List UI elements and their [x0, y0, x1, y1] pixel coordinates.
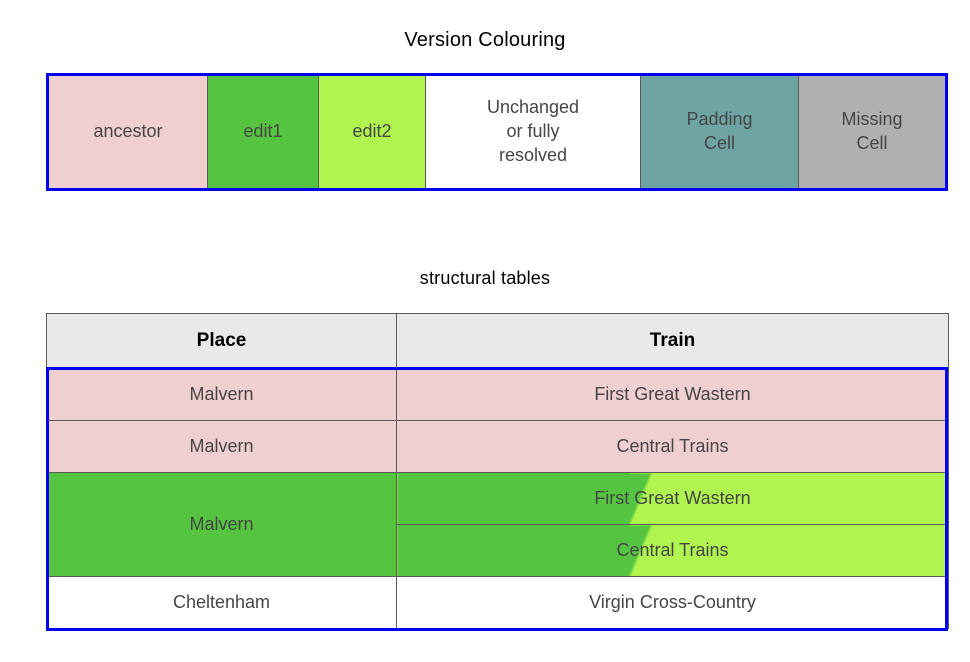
legend-label-ancestor: ancestor: [93, 121, 163, 142]
table-row: Malvern First Great Wastern: [46, 472, 949, 577]
cell-place-merged: Malvern: [46, 472, 397, 577]
legend-cell-padding: Padding Cell: [641, 76, 799, 188]
legend-cell-ancestor: ancestor: [49, 76, 208, 188]
table-row: Malvern Central Trains: [46, 420, 949, 473]
table-row: Cheltenham Virgin Cross-Country: [46, 576, 949, 629]
cell-train: Central Trains: [396, 420, 949, 473]
column-header-place: Place: [46, 313, 397, 369]
table-row: Central Trains: [47, 524, 949, 577]
version-colouring-legend: ancestor edit1 edit2 Unchanged or fully …: [46, 73, 948, 191]
cell-train: First Great Wastern: [396, 472, 949, 525]
legend-cell-unchanged: Unchanged or fully resolved: [426, 76, 641, 188]
cell-train: First Great Wastern: [396, 368, 949, 421]
cell-train: Central Trains: [396, 524, 949, 577]
legend-cell-missing: Missing Cell: [799, 76, 945, 188]
legend-label-edit2: edit2: [352, 121, 392, 142]
legend-label-padding-line1: Padding: [686, 109, 753, 130]
legend-title: Version Colouring: [404, 29, 566, 51]
cell-train: Virgin Cross-Country: [396, 576, 949, 629]
legend-cell-edit1: edit1: [208, 76, 319, 188]
legend-label-unchanged-line1: Unchanged: [486, 97, 580, 118]
structural-tables-title: structural tables: [419, 268, 551, 288]
column-header-train: Train: [396, 313, 949, 369]
table-row: Malvern First Great Wastern: [46, 368, 949, 421]
legend-label-edit1: edit1: [243, 121, 283, 142]
structural-table-container: Place Train Malvern First Great Wastern …: [46, 313, 949, 629]
legend-label-unchanged: Unchanged or fully resolved: [487, 96, 579, 167]
legend-label-unchanged-line3: resolved: [498, 144, 568, 165]
legend-label-missing: Missing Cell: [841, 108, 902, 156]
structural-table: Place Train Malvern First Great Wastern …: [46, 313, 949, 629]
legend-label-unchanged-line2: or fully: [506, 121, 560, 142]
table-header-row: Place Train: [46, 313, 949, 369]
cell-place: Malvern: [46, 420, 397, 473]
cell-place: Cheltenham: [46, 576, 397, 629]
legend-label-missing-line2: Cell: [856, 133, 888, 153]
legend-label-padding-line2: Cell: [703, 133, 735, 153]
legend-cell-edit2: edit2: [319, 76, 426, 188]
legend-label-padding: Padding Cell: [686, 108, 752, 156]
legend-label-missing-line1: Missing: [841, 109, 903, 130]
cell-place: Malvern: [46, 368, 397, 421]
